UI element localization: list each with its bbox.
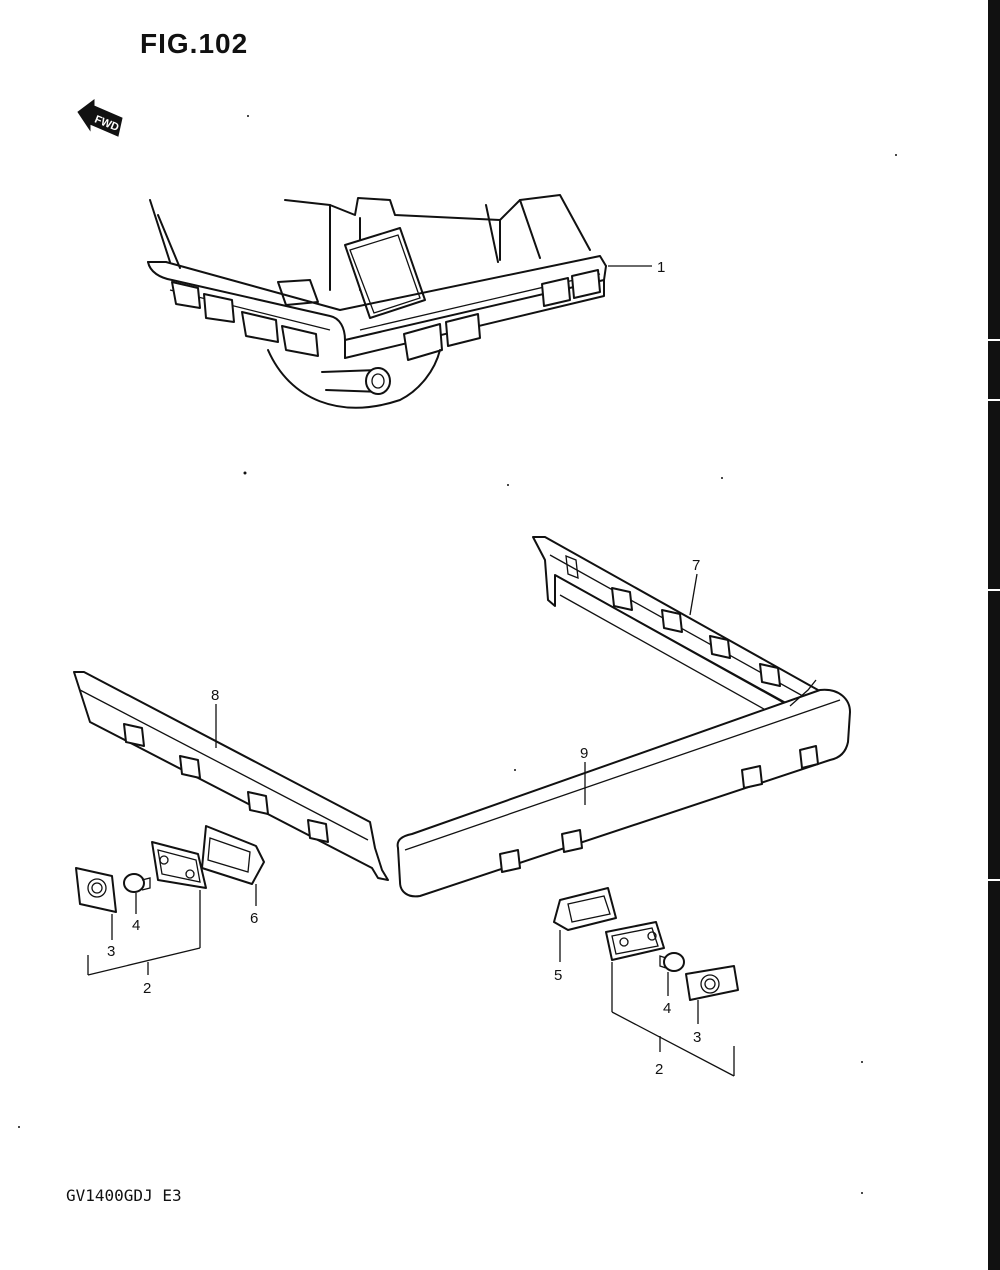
callout-4-left: 4	[132, 917, 140, 934]
right-lamp-group	[553, 887, 739, 1077]
callout-2-left: 2	[143, 980, 151, 997]
binding-edge	[988, 0, 1000, 1270]
callout-2-right: 2	[655, 1061, 663, 1078]
left-lamp-group	[75, 825, 265, 976]
callout-5: 5	[554, 967, 562, 984]
bumper-reflectors	[171, 269, 601, 361]
callout-3-left: 3	[107, 943, 115, 960]
part-7-side-rail	[532, 536, 819, 719]
figure-title: FIG.102	[140, 28, 249, 59]
part-8-side-rail	[73, 671, 389, 881]
callout-9: 9	[580, 745, 588, 762]
callout-6: 6	[250, 910, 258, 927]
callout-3-right: 3	[693, 1029, 701, 1046]
forward-arrow-icon: FWD	[77, 99, 123, 137]
part-9-rear-bumper	[396, 679, 851, 898]
callout-8: 8	[211, 687, 219, 704]
callout-7: 7	[692, 557, 700, 574]
model-code: GV1400GDJ E3	[66, 1186, 182, 1205]
callout-1: 1	[657, 259, 665, 276]
callout-4-right: 4	[663, 1000, 671, 1017]
trunk-assembly-view	[147, 194, 652, 409]
